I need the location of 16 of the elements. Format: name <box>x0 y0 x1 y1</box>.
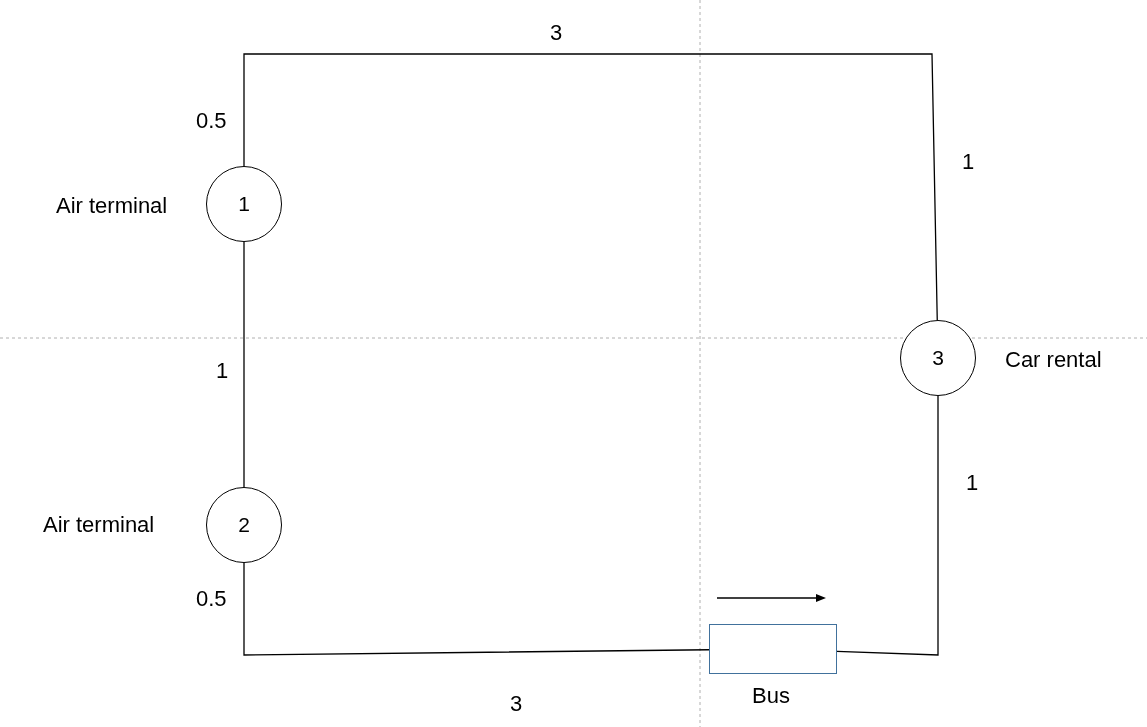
distance-label: 1 <box>962 148 975 176</box>
route-line <box>243 53 938 321</box>
route-line <box>836 395 939 656</box>
stop-name: Bus <box>752 682 790 710</box>
distance-label: 3 <box>550 19 563 47</box>
stop-name: Car rental <box>1005 346 1102 374</box>
distance-label: 0.5 <box>196 107 227 135</box>
distance-label: 1 <box>216 357 229 385</box>
stop-name: Air terminal <box>43 511 155 539</box>
route-line <box>243 241 245 488</box>
route-line <box>243 562 710 656</box>
stop-name: Air terminal <box>56 192 168 220</box>
distance-label: 1 <box>966 469 979 497</box>
vehicle-box <box>709 624 837 674</box>
distance-label: 3 <box>510 690 523 718</box>
distance-label: 0.5 <box>196 585 227 613</box>
